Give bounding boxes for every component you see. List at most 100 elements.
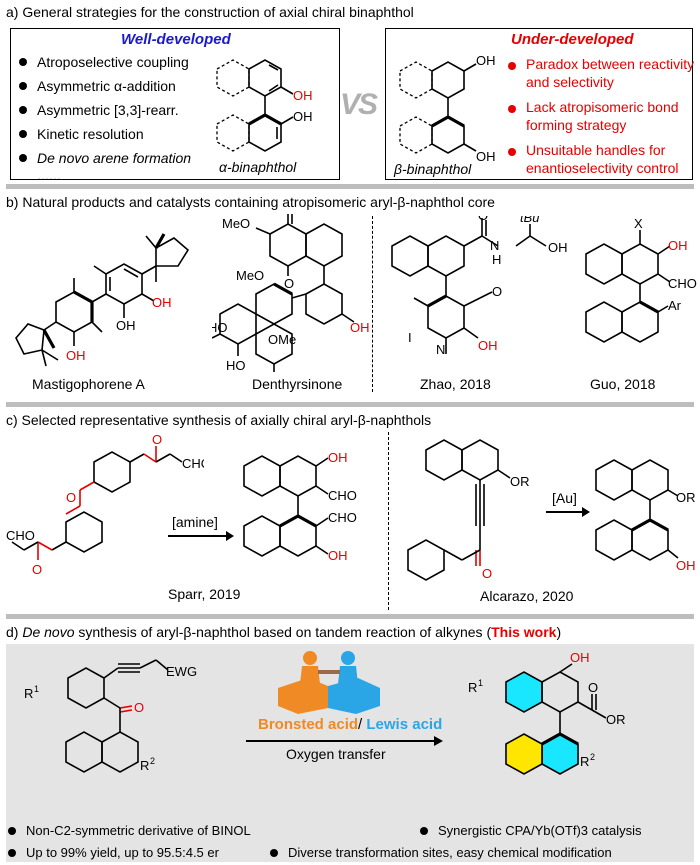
section-b-divider	[6, 402, 694, 407]
catalyst-label: Bronsted acid/ Lewis acid	[258, 716, 442, 733]
mastigophorene-oh-1: OH	[152, 295, 172, 310]
product-or: OR	[606, 712, 626, 727]
sparr-reagent: [amine]	[172, 514, 218, 530]
section-c-divider	[6, 614, 694, 619]
reaction-condition: Oxygen transfer	[286, 746, 386, 762]
under-developed-list: Paradox between reactivity and selectivi…	[506, 55, 700, 177]
product-r2: R	[580, 754, 589, 769]
sparr-product-cho-2: CHO	[328, 510, 357, 525]
list-item: Asymmetric α-addition	[17, 75, 191, 99]
zhao-oh-red: OH	[478, 338, 498, 353]
handshake-puzzle-icon	[278, 651, 380, 714]
beta-binaphthol-caption: β-binaphthol	[394, 161, 472, 177]
list-item: Lack atropisomeric bond forming strategy	[506, 98, 700, 134]
sparr-o-3: O	[32, 562, 42, 577]
alpha-oh-bottom: OH	[293, 109, 313, 124]
vs-label: VS	[340, 88, 378, 121]
section-b-title: b) Natural products and catalysts contai…	[6, 194, 495, 210]
alcarazo-product-oh: OH	[676, 558, 696, 573]
guo-cho: CHO	[668, 276, 697, 291]
guo-x: X	[634, 216, 643, 231]
section-a-divider	[6, 184, 694, 189]
denthyrsinone-ho-bottom: HO	[226, 358, 246, 373]
guo-structure: X OH CHO Ar	[585, 216, 697, 343]
guo-name: Guo, 2018	[590, 376, 656, 392]
mastigophorene-name: Mastigophorene A	[32, 376, 145, 392]
well-developed-heading: Well-developed	[121, 31, 231, 48]
alcarazo-reactant-structure: OR O	[407, 439, 530, 581]
list-item: Synergistic CPA/Yb(OTf)3 catalysis	[418, 820, 641, 842]
alcarazo-reagent: [Au]	[552, 490, 577, 506]
this-work-bullets-left: Non-C2-symmetric derivative of BINOL Up …	[6, 820, 251, 864]
list-item: Atroposelective coupling	[17, 51, 191, 75]
list-item: Diverse transformation sites, easy chemi…	[268, 842, 612, 864]
reactant-r2: R	[140, 758, 149, 773]
zhao-n-plus: N	[436, 342, 445, 357]
section-d-title-highlight: This work	[491, 624, 557, 640]
zhao-o-aldehyde: O	[492, 284, 502, 299]
zhao-h: H	[492, 252, 501, 267]
under-developed-heading: Under-developed	[511, 31, 634, 48]
sparr-product-structure: OH CHO CHO OH	[243, 450, 357, 563]
denthyrsinone-structure: MeO MeO O O HO OMe HO OH	[212, 214, 370, 373]
sparr-cho-top: CHO	[182, 456, 204, 471]
ellipsis: ……	[37, 169, 61, 183]
section-d-title-prefix: d)	[6, 624, 23, 640]
product-o: O	[588, 680, 598, 695]
denthyrsinone-o-mid: O	[284, 276, 294, 291]
this-work-reactant-structure: EWG R 1 O R 2	[24, 659, 197, 773]
sparr-product-oh-bottom: OH	[328, 548, 348, 563]
reactant-r1: R	[24, 686, 33, 701]
sparr-o-2: O	[66, 490, 76, 505]
sparr-product-cho-1: CHO	[328, 488, 357, 503]
under-developed-box: Under-developed OH OH β-binaphthol Parad…	[385, 28, 694, 180]
reaction-arrowhead	[434, 736, 443, 746]
catalyst-lewis: Lewis acid	[366, 716, 443, 733]
reactant-r2-sup: 2	[150, 756, 155, 766]
beta-binaphthol-structure: OH OH	[399, 53, 496, 164]
this-work-product-structure: OH O OR R 1 R 2	[468, 650, 626, 775]
alcarazo-arrowhead	[582, 507, 590, 517]
sparr-reactant-structure: O CHO CHO O O	[6, 432, 204, 577]
section-a-title: a) General strategies for the constructi…	[6, 4, 414, 20]
zhao-structure: N H tBu OH O O OH I N	[391, 216, 568, 357]
denthyrsinone-oh: OH	[350, 320, 370, 335]
sparr-o-1: O	[152, 432, 162, 447]
denthyrsinone-meo-top: MeO	[222, 216, 250, 231]
sparr-arrow	[168, 535, 228, 537]
alpha-binaphthol-caption: α-binaphthol	[219, 159, 297, 175]
product-r1: R	[468, 680, 477, 695]
guo-ar: Ar	[668, 298, 682, 313]
list-item: Paradox between reactivity and selectivi…	[506, 55, 700, 91]
catalyst-slash: /	[358, 716, 363, 733]
section-c-dashed-divider	[388, 432, 389, 610]
zhao-n: N	[490, 238, 499, 253]
list-item: Kinetic resolution	[17, 123, 191, 147]
denthyrsinone-ho-left: HO	[212, 320, 228, 335]
zhao-o-amide: O	[478, 216, 488, 223]
catalyst-bronsted: Bronsted acid	[258, 716, 359, 733]
sparr-product-oh-top: OH	[328, 450, 348, 465]
alcarazo-or: OR	[510, 474, 530, 489]
reactant-r1-sup: 1	[34, 684, 39, 694]
section-d-title-italic: De novo	[22, 624, 75, 640]
product-r2-sup: 2	[590, 752, 595, 762]
beta-oh-top: OH	[476, 53, 496, 68]
list-item: Non-C2-symmetric derivative of BINOL	[6, 820, 251, 842]
well-developed-box: Well-developed Atroposelective coupling …	[10, 28, 340, 183]
alcarazo-arrow	[546, 511, 584, 513]
this-work-bullets-right-2: Diverse transformation sites, easy chemi…	[268, 842, 612, 864]
list-item: Asymmetric [3,3]-rearr.	[17, 99, 191, 123]
reaction-arrow	[246, 740, 436, 742]
denthyrsinone-o-top: O	[284, 214, 294, 215]
alpha-binaphthol-structure: OH OH	[216, 59, 313, 152]
beta-oh-bottom: OH	[476, 149, 496, 164]
sparr-arrowhead	[226, 531, 234, 541]
mastigophorene-oh-3: OH	[66, 348, 86, 363]
sparr-credit: Sparr, 2019	[168, 586, 241, 602]
sparr-cho-left: CHO	[6, 528, 35, 543]
section-d-title: d) De novo synthesis of aryl-β-naphthol …	[6, 624, 561, 640]
section-b-dashed-divider	[372, 216, 373, 392]
list-item: Up to 99% yield, up to 95.5:4.5 er	[6, 842, 251, 864]
zhao-iodide: I	[408, 330, 412, 345]
